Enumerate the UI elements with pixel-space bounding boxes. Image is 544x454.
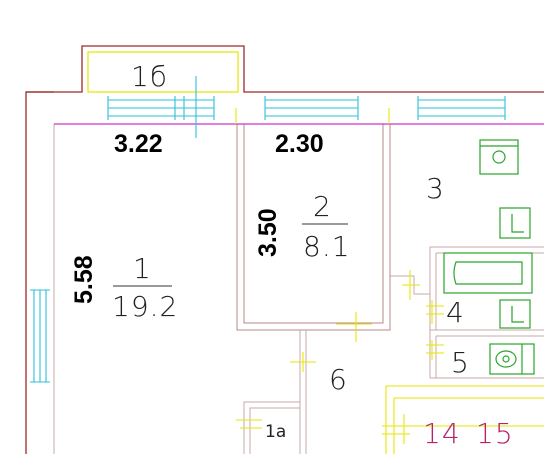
inner-walls xyxy=(53,123,544,454)
room-5-label: 5 xyxy=(451,346,470,379)
balcony-1b xyxy=(87,51,239,93)
room-1b-label: 1б xyxy=(131,60,168,93)
room-14-label: 14 xyxy=(423,417,461,450)
room-15-label: 15 xyxy=(476,417,514,450)
room-1a-label: 1a xyxy=(265,422,286,442)
door-marks xyxy=(235,108,544,454)
dim-room2-width: 2.30 xyxy=(275,130,324,158)
room-4-label: 4 xyxy=(446,296,465,329)
room-2-number: 2 xyxy=(313,190,332,223)
room-1-area: 19.2 xyxy=(112,290,178,323)
toilet-icon xyxy=(489,343,535,375)
room-2-area: 8.1 xyxy=(303,230,351,263)
dim-room1-width: 3.22 xyxy=(114,130,163,158)
dim-room1-depth: 5.58 xyxy=(70,255,98,304)
sink-icon xyxy=(499,207,531,239)
washbasin-icon xyxy=(499,299,531,329)
dim-room2-depth: 3.50 xyxy=(254,208,282,257)
stove-icon xyxy=(479,139,519,175)
bathtub-icon xyxy=(443,252,533,294)
room-3-label: 3 xyxy=(426,172,445,205)
outer-walls xyxy=(25,45,544,454)
room-1-number: 1 xyxy=(133,252,152,285)
windows xyxy=(30,76,506,383)
room-6-label: 6 xyxy=(329,363,348,396)
